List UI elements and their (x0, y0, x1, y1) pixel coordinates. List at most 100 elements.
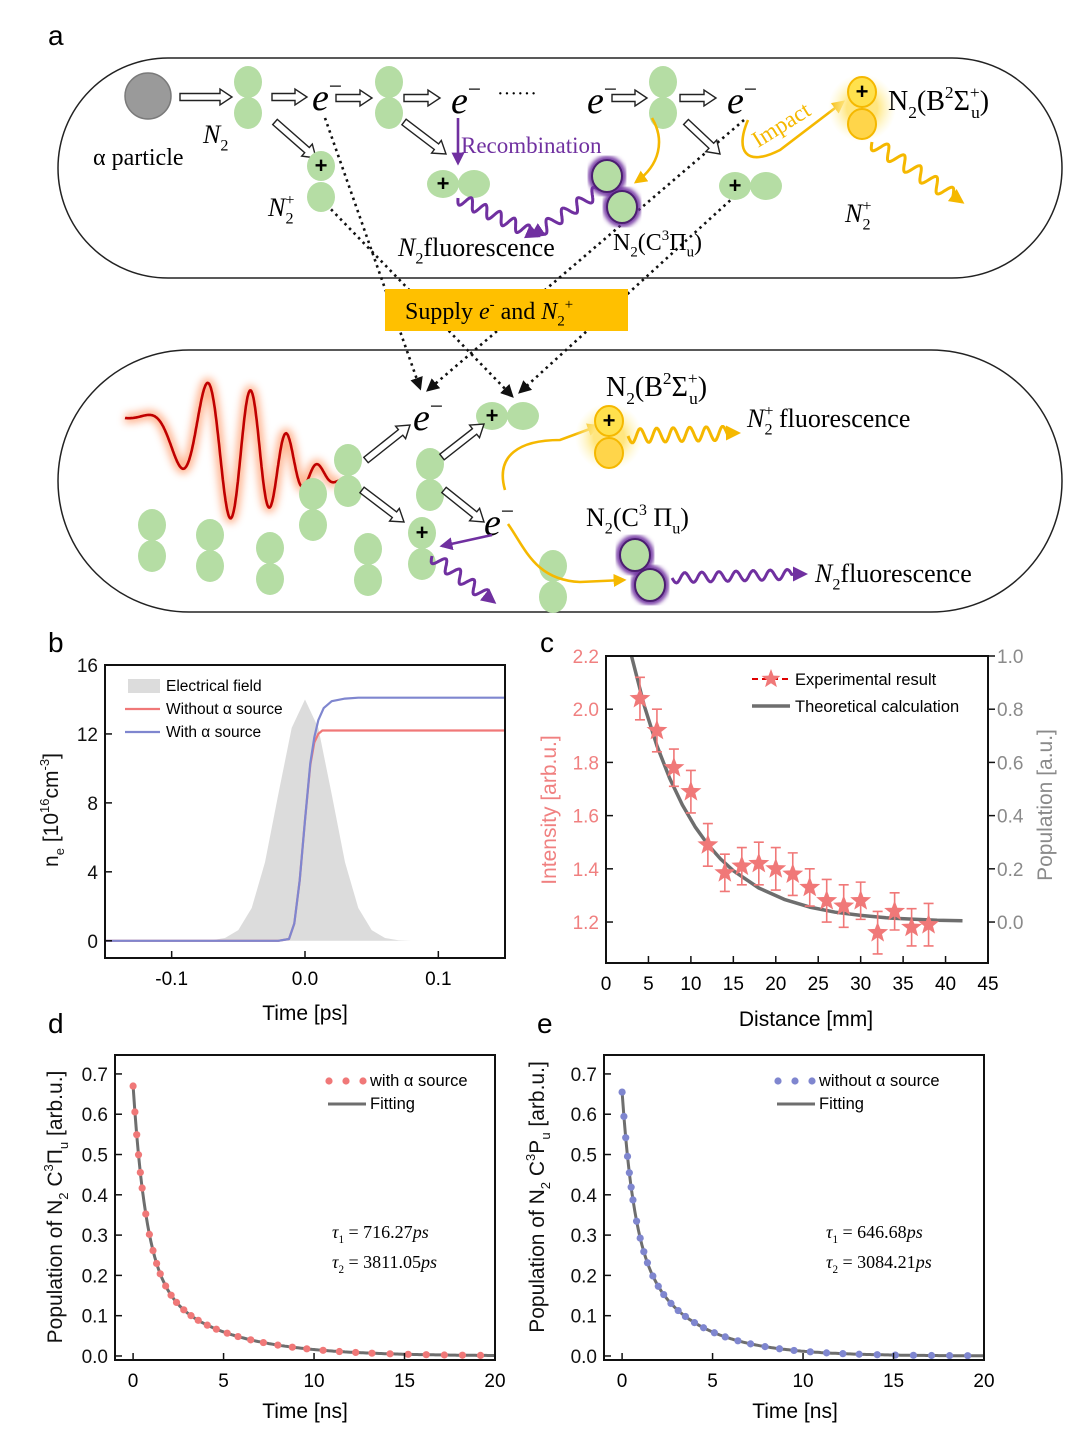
data-point (734, 1337, 742, 1345)
label-segment: 3 (41, 1164, 56, 1171)
data-point (622, 1134, 630, 1142)
y-tick-label: 1.2 (573, 913, 599, 934)
legend-label: Fitting (819, 1095, 864, 1113)
data-point (133, 1131, 141, 1139)
data-point-star (799, 876, 821, 897)
data-point (775, 1345, 784, 1353)
ellipsis: ······ (497, 83, 537, 105)
label-segment: 2 (764, 421, 772, 438)
plot-frame (605, 655, 989, 964)
n2plus-b-state-molecule (828, 74, 896, 142)
data-point-star (697, 833, 719, 854)
ion-plus-icon: + (416, 520, 429, 545)
label-segment: 2 (663, 369, 672, 388)
data-point (458, 1351, 467, 1359)
y-right-tick-label: 0.6 (997, 753, 1023, 774)
supply-box-label: Supply e- and N2+ (405, 297, 573, 330)
y-right-tick-label: 1.0 (997, 647, 1023, 668)
data-point (156, 1270, 164, 1278)
y-tick-label: 0.2 (82, 1266, 108, 1287)
data-point (187, 1312, 195, 1320)
label-segment: N (586, 503, 605, 532)
data-point (746, 1340, 755, 1348)
label-segment: e (312, 77, 329, 119)
label-segment: 2 (415, 250, 423, 267)
y-axis-label: Intensity [arb.u.] (538, 735, 561, 884)
ion-plus-icon: + (486, 403, 499, 428)
data-point (136, 1168, 144, 1177)
label-segment: N (540, 299, 559, 325)
hollow-arrows-bottom (358, 423, 485, 523)
data-point (142, 1210, 150, 1218)
data-point (660, 1290, 668, 1299)
purple-emission-wave (456, 196, 541, 239)
y-tick-label: 0.1 (571, 1307, 597, 1328)
data-point-star (782, 863, 804, 883)
data-point (909, 1351, 918, 1359)
label-segment: (C (613, 503, 639, 532)
legend-label: With α source (166, 724, 261, 741)
ion-plus-icon: + (729, 173, 742, 198)
label-segment: C (44, 1172, 67, 1193)
label-segment: 1 (338, 1234, 344, 1246)
x-tick-label: 0 (128, 1371, 139, 1392)
legend-label: Theoretical calculation (795, 698, 959, 716)
y-tick-label: 0.2 (571, 1266, 597, 1287)
data-point (855, 1350, 863, 1358)
data-point (335, 1347, 343, 1356)
data-point (162, 1282, 170, 1290)
data-point (649, 1272, 657, 1280)
label-segment: Population of N (44, 1200, 67, 1344)
y-axis-label: ne [1016cm-3] (37, 753, 67, 867)
yellow-excitation-arrow (506, 523, 627, 587)
data-point (167, 1291, 175, 1299)
data-point (476, 1351, 485, 1359)
label-segment: − (744, 77, 757, 103)
y-tick-label: 0.0 (571, 1347, 597, 1368)
label-segment: 2 (908, 103, 917, 122)
label-segment: ) (980, 86, 989, 117)
electron-label: e− (727, 77, 757, 122)
legend-swatch (128, 679, 160, 693)
data-point (946, 1352, 954, 1360)
label-segment: = 646.68 (838, 1222, 907, 1242)
legend-label: Experimental result (795, 671, 937, 689)
data-point-star (867, 921, 889, 942)
label-segment: ) (694, 230, 702, 256)
label-segment: n (40, 855, 63, 867)
label-segment: e (479, 299, 490, 325)
label-segment: N (844, 199, 864, 228)
label-segment: τ (826, 1222, 833, 1242)
legend-label: Electrical field (166, 678, 262, 695)
y-tick-label: 2.0 (573, 700, 599, 721)
label-segment: = 716.27 (344, 1222, 413, 1242)
data-point (873, 1351, 881, 1359)
data-point-star (816, 889, 838, 910)
data-point (352, 1348, 360, 1357)
y-right-tick-label: 0.2 (997, 860, 1023, 881)
data-point-star (765, 857, 787, 878)
label-segment: = 3811.05 (344, 1252, 421, 1272)
data-point (234, 1332, 242, 1341)
x-tick-label: 45 (977, 974, 998, 995)
label-segment: e (484, 502, 501, 544)
label-segment: − (501, 499, 514, 525)
ion-plus-icon: + (437, 171, 450, 196)
data-point (180, 1306, 188, 1314)
label-segment: u (56, 1142, 71, 1149)
data-point (822, 1349, 831, 1357)
x-tick-label: 40 (935, 974, 956, 995)
tau-annotation: τ2 = 3084.21ps (826, 1252, 932, 1276)
data-point (247, 1336, 255, 1344)
label-segment: 2 (56, 1193, 71, 1200)
label-segment: τ (332, 1252, 339, 1272)
label-segment: τ (826, 1252, 833, 1272)
label-segment: ] (40, 753, 63, 759)
label-segment: + (565, 297, 573, 313)
label-segment: Π (44, 1149, 67, 1164)
label-segment: Σ (954, 86, 970, 117)
label-segment: - (490, 297, 495, 313)
legend-dot (808, 1077, 816, 1085)
data-point-star (731, 855, 753, 876)
